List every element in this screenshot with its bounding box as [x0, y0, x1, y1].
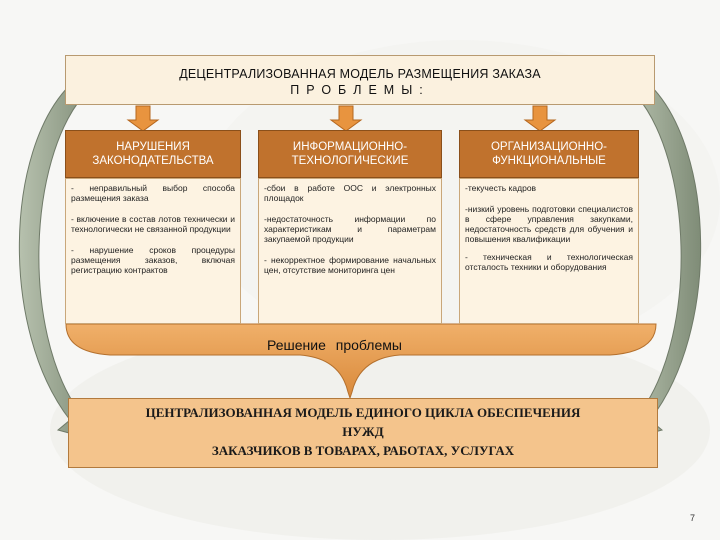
down-arrow-2 [329, 105, 363, 132]
column-body-org: -текучесть кадров -низкий уровень подгот… [459, 178, 639, 324]
result-line-2: НУЖД [342, 424, 384, 439]
list-item: - неправильный выбор способа размещения … [71, 183, 235, 203]
result-box: ЦЕНТРАЛИЗОВАННАЯ МОДЕЛЬ ЕДИНОГО ЦИКЛА ОБ… [68, 398, 658, 468]
page-number: 7 [690, 513, 696, 523]
list-item: - включение в состав лотов технически и … [71, 214, 235, 234]
title-box: ДЕЦЕНТРАЛИЗОВАННАЯ МОДЕЛЬ РАЗМЕЩЕНИЯ ЗАК… [65, 55, 655, 105]
solution-brace [65, 323, 657, 400]
list-item: - некорректное формирование начальных це… [264, 255, 436, 275]
diagram-title: ДЕЦЕНТРАЛИЗОВАННАЯ МОДЕЛЬ РАЗМЕЩЕНИЯ ЗАК… [179, 67, 541, 81]
down-arrow-3 [523, 105, 557, 132]
list-item: - нарушение сроков процедуры размещения … [71, 245, 235, 275]
column-header-org: ОРГАНИЗАЦИОННО-ФУНКЦИОНАЛЬНЫЕ [459, 130, 639, 178]
list-item: - техническая и технологическая отсталос… [465, 252, 633, 272]
list-item: -текучесть кадров [465, 183, 537, 193]
result-line-3: ЗАКАЗЧИКОВ В ТОВАРАХ, РАБОТАХ, УСЛУГАХ [211, 443, 515, 458]
column-header-legislation: НАРУШЕНИЯ ЗАКОНОДАТЕЛЬСТВА [65, 130, 241, 178]
column-header-it: ИНФОРМАЦИОННО-ТЕХНОЛОГИЧЕСКИЕ [258, 130, 442, 178]
solution-label: Решение проблемы [267, 337, 402, 353]
result-line-1: ЦЕНТРАЛИЗОВАННАЯ МОДЕЛЬ ЕДИНОГО ЦИКЛА ОБ… [145, 405, 581, 420]
list-item: -низкий уровень подготовки специалистов … [465, 204, 633, 244]
list-item: -недостаточность информации по характери… [264, 214, 436, 244]
column-body-it: -сбои в работе ООС и электронных площадо… [258, 178, 442, 324]
down-arrow-1 [126, 105, 160, 132]
column-body-legislation: - неправильный выбор способа размещения … [65, 178, 241, 324]
problems-heading: ПРОБЛЕМЫ: [290, 83, 430, 97]
list-item: -сбои в работе ООС и электронных площадо… [264, 183, 436, 203]
